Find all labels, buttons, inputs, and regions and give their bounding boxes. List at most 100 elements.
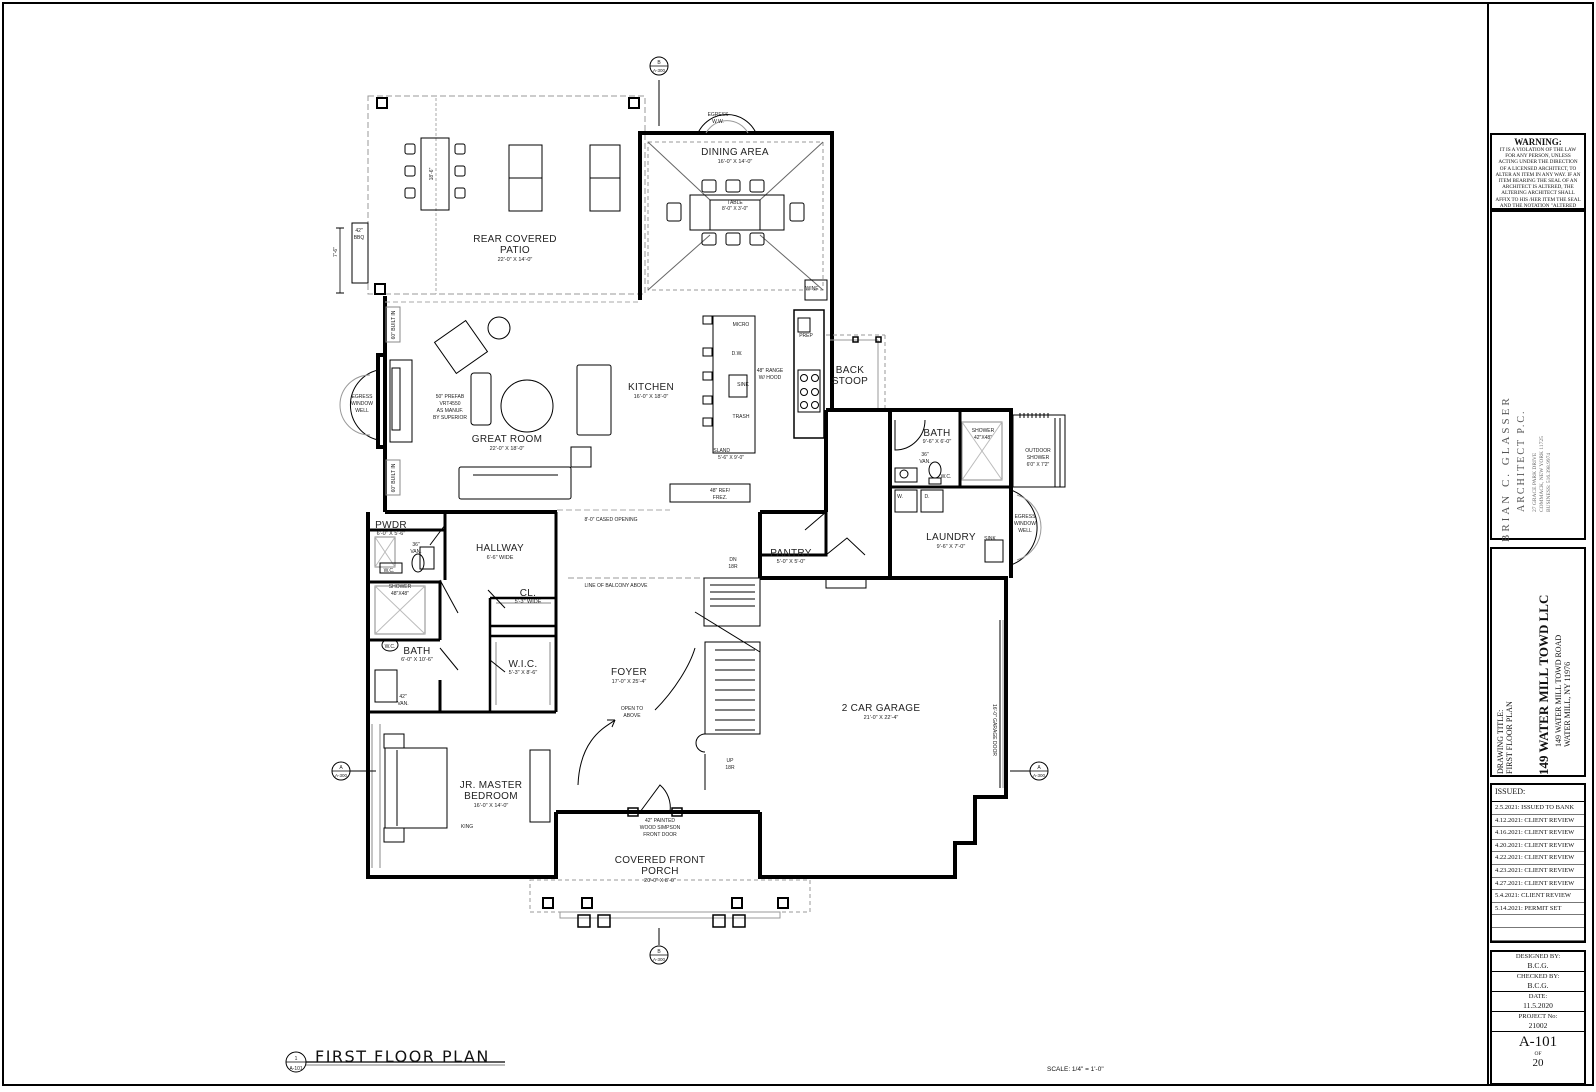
island-dim: 5'-6" X 9'-0" (718, 455, 744, 461)
note-egress-right-1: EGRESS (1015, 514, 1037, 520)
drawing-title-label: DRAWING TITLE: (1496, 709, 1505, 774)
plan-scale: SCALE: 1/4" = 1'-0" (1047, 1066, 1104, 1073)
jr-master-bedroom (371, 724, 551, 868)
sheet-of-label: OF (1534, 1051, 1542, 1057)
garage (999, 620, 1004, 788)
note-fireplace-3: AS MANUF. (437, 408, 464, 414)
garage-dim: 21'-0" X 22'-4" (864, 715, 899, 721)
patio-dim: 22'-0" X 14'-0" (498, 257, 533, 263)
note-cased-opening: 8'-0" CASED OPENING (584, 517, 637, 523)
view-reference-bubble: 1 A-101 (285, 1051, 505, 1073)
great-room-name: GREAT ROOM (472, 434, 542, 445)
note-trash: TRASH (733, 414, 750, 420)
pwdr-dim: 6'-0" X 5'-6" (377, 531, 406, 537)
bath-laundry-wing (760, 408, 1066, 589)
project-no-label: PROJECT No: (1518, 1013, 1558, 1020)
architect-addr-1: 27 GRACE PARK DRIVE (1532, 452, 1538, 512)
pantry-dim: 5'-0" X 5'-0" (777, 559, 806, 565)
note-outdoor-shower-2: SHOWER (1027, 455, 1050, 461)
porch-name-1: COVERED FRONT (615, 855, 706, 866)
view-ref-number: 1 (295, 1056, 298, 1062)
note-egress-left-2: WINDOW (351, 401, 373, 407)
note-range-2: W/ HOOD (759, 375, 782, 381)
porch-dim: 20'-0" X 8'-0" (644, 878, 676, 884)
note-door-3: FRONT DOOR (643, 832, 677, 838)
wic-name: W.I.C. (508, 659, 537, 670)
note-range-1: 48" RANGE (757, 368, 784, 374)
section-left-letter: A (339, 765, 343, 771)
note-patio-table-dim: 18'-6" (429, 167, 435, 180)
note-ref-1: 48" REF/ (710, 488, 731, 494)
note-shower-lower-1: SHOWER (389, 584, 412, 590)
project-addr-1: 149 WATER MILL TOWD ROAD (1554, 634, 1563, 747)
fireplace (339, 353, 413, 449)
sheet-info-box: DESIGNED BY: B.C.G. CHECKED BY: B.C.G. D… (1490, 950, 1586, 1085)
note-van-upper-2: VAN. (919, 459, 930, 465)
issued-row: 4.22.2021: CLIENT REVIEW (1492, 852, 1584, 865)
note-bbq-1: 42" (355, 228, 363, 234)
note-pwdr-van-1: 36" (412, 542, 420, 548)
note-dn-2: 18R (728, 564, 738, 570)
note-egress-left-1: EGRESS (352, 394, 374, 400)
note-open-2: ABOVE (623, 713, 641, 719)
project-address: 149 WATER MILL TOWD ROAD WATER MILL, NY … (1554, 635, 1572, 747)
note-fireplace-4: BY SUPERIOR (433, 415, 467, 421)
kitchen-name: KITCHEN (628, 382, 674, 393)
section-right-letter: A (1037, 765, 1041, 771)
architect-addr-3: BUSINESS: 516.398.9974 (1546, 452, 1552, 512)
bath-lower-name: BATH (403, 646, 430, 657)
note-garage-door: 16'-0" GARAGE DOOR (991, 704, 997, 756)
note-door-2: WOOD SIMPSON (640, 825, 681, 831)
porch-name-2: PORCH (641, 866, 679, 877)
drawing-title-block: DRAWING TITLE: FIRST FLOOR PLAN (1496, 701, 1514, 774)
issued-row: 5.14.2021: PERMIT SET (1492, 903, 1584, 916)
patio-name-2: PATIO (500, 245, 530, 256)
issued-box: ISSUED: 2.5.2021: ISSUED TO BANK 4.12.20… (1490, 783, 1586, 954)
view-ref-sheet: A-101 (289, 1066, 303, 1072)
plan-title: FIRST FLOOR PLAN (315, 1047, 490, 1066)
note-balcony: LINE OF BALCONY ABOVE (585, 583, 649, 589)
note-fireplace-2: VRT4550 (439, 401, 460, 407)
laundry-name: LAUNDRY (926, 532, 976, 543)
note-sink: SINK (737, 382, 749, 388)
note-patio-dim-v: 7'-6" (333, 247, 339, 257)
jr-master-name-1: JR. MASTER (460, 780, 522, 791)
section-left-sheet: A-300 (335, 773, 348, 778)
hallway-dim: 6'-6" WIDE (487, 555, 514, 561)
foyer-stair (568, 577, 761, 817)
section-bottom-letter: B (657, 949, 661, 955)
bath-lower-dim: 6'-0" X 10'-6" (401, 657, 433, 663)
note-egress-right-2: WINDOW (1014, 521, 1036, 527)
rear-patio (336, 95, 646, 295)
note-outdoor-shower-3: 6'0" X 7'2" (1027, 462, 1050, 468)
architect-name: BRIAN C. GLASSER (1500, 395, 1512, 542)
note-shower-upper-2: 42"X48" (974, 435, 992, 441)
kitchen (669, 279, 886, 503)
note-bath-van-1: 42" (399, 694, 407, 700)
note-prep: PREP (799, 333, 813, 339)
note-egress-top-2: W.W. (712, 119, 724, 125)
foyer-name: FOYER (611, 667, 647, 678)
note-ref-2: FREZ. (713, 495, 727, 501)
note-fireplace-1: 50" PREFAB (436, 394, 465, 400)
issued-row: 4.20.2021: CLIENT REVIEW (1492, 840, 1584, 853)
note-shower-upper-1: SHOWER (972, 428, 995, 434)
jr-master-dim: 16'-0" X 14'-0" (474, 803, 509, 809)
project-addr-2: WATER MILL, NY 11976 (1563, 661, 1572, 747)
note-outdoor-shower-1: OUTDOOR (1025, 448, 1051, 454)
issued-row: 5.4.2021: CLIENT REVIEW (1492, 890, 1584, 903)
note-wc: W.C. (941, 474, 952, 480)
issued-row: 4.23.2021: CLIENT REVIEW (1492, 865, 1584, 878)
island-name: ISLAND (712, 448, 730, 454)
pwdr-name: PWDR (375, 520, 407, 531)
note-up-2: 18R (725, 765, 735, 771)
great-room-furniture (385, 301, 640, 500)
issued-row: 2.5.2021: ISSUED TO BANK (1492, 802, 1584, 815)
front-porch (529, 879, 811, 928)
issued-row: 4.16.2021: CLIENT REVIEW (1492, 827, 1584, 840)
note-egress-right-3: WELL (1018, 528, 1032, 534)
note-dn-1: DN (729, 557, 737, 563)
project-name: 149 WATER MILL TOWD LLC (1536, 594, 1551, 775)
section-marker-right: A A-300 (1010, 761, 1049, 781)
pantry-name: PANTRY (770, 548, 811, 559)
